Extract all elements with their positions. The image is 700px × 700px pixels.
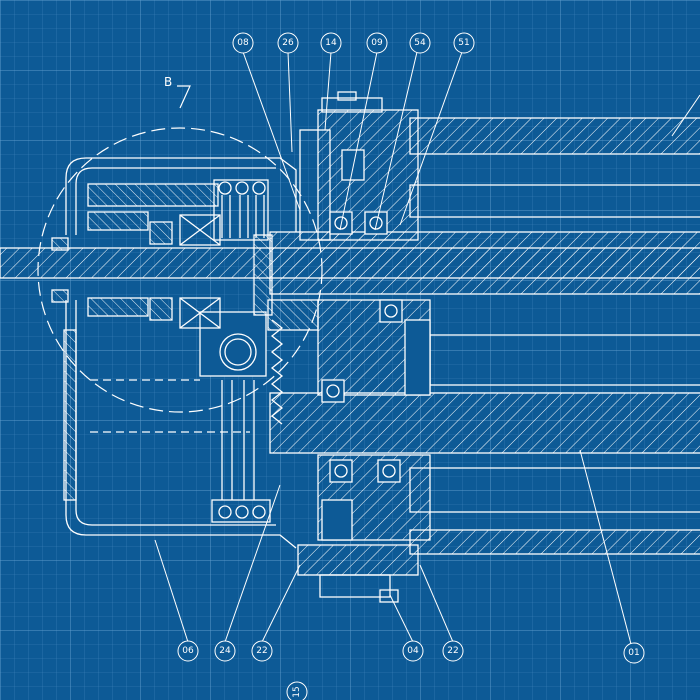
balloon-22-left: 22 (251, 640, 273, 662)
detail-b-circle (37, 127, 323, 413)
rod-top (409, 117, 700, 155)
bearing-block-middle (267, 299, 431, 403)
small-bearings (51, 214, 221, 329)
svg-text:06: 06 (182, 646, 194, 656)
svg-text:09: 09 (371, 38, 383, 48)
detail-b-marker: B (164, 75, 191, 109)
svg-text:15: 15 (292, 686, 302, 697)
balloon-51: 51 (453, 32, 475, 54)
svg-text:22: 22 (447, 646, 458, 656)
svg-text:51: 51 (458, 38, 469, 48)
balloon-54: 54 (409, 32, 431, 54)
svg-text:04: 04 (407, 646, 419, 656)
balloon-26: 26 (277, 32, 299, 54)
housing (63, 157, 297, 549)
rod-lower (269, 392, 700, 454)
svg-text:54: 54 (414, 38, 426, 48)
balloon-24: 24 (214, 640, 236, 662)
svg-text:01: 01 (628, 648, 639, 658)
balloon-15: 15 (286, 681, 308, 700)
balloon-01: 01 (623, 642, 645, 664)
balloon-04: 04 (402, 640, 424, 662)
mechanical-assembly (0, 91, 700, 603)
balloon-22-right: 22 (442, 640, 464, 662)
spring-lower (211, 380, 271, 523)
svg-text:08: 08 (237, 38, 249, 48)
svg-text:22: 22 (256, 646, 267, 656)
leader-lines (154, 51, 700, 645)
main-shaft (0, 231, 700, 295)
spring-upper (213, 179, 269, 241)
balloon-06: 06 (177, 640, 199, 662)
bearing-block-upper (299, 91, 419, 241)
balloon-08: 08 (232, 32, 254, 54)
hub-center (199, 234, 284, 425)
svg-text:26: 26 (282, 38, 294, 48)
svg-text:24: 24 (219, 646, 231, 656)
svg-text:14: 14 (325, 38, 337, 48)
balloon-14: 14 (320, 32, 342, 54)
balloon-09: 09 (366, 32, 388, 54)
bearing-block-lower (297, 454, 431, 603)
detail-b-label: B (164, 75, 172, 89)
